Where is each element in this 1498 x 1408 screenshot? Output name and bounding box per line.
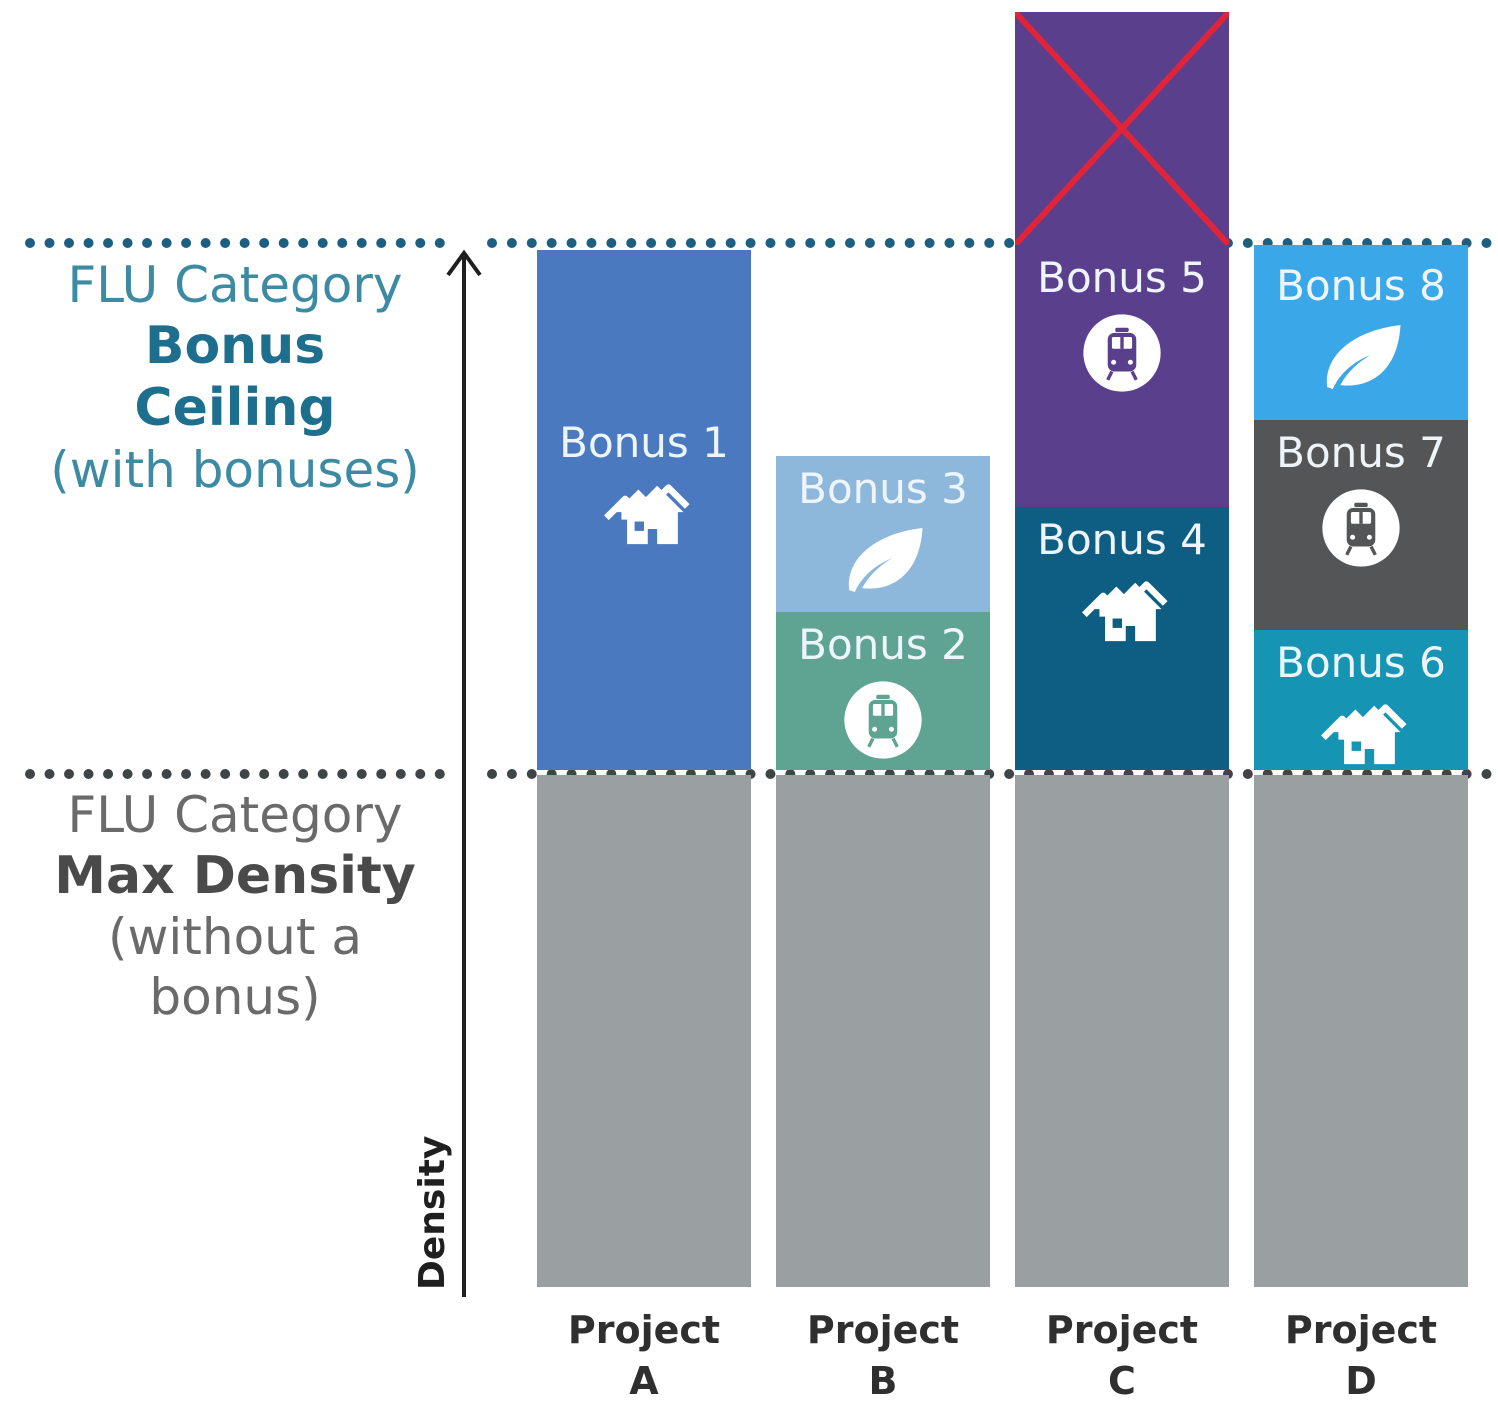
ceiling-label-line1: FLU Category (67, 256, 403, 314)
project-label-letter: C (1108, 1359, 1136, 1404)
max-density-line-left (25, 769, 445, 779)
project-label-letter: B (868, 1359, 898, 1404)
train-icon (1319, 486, 1403, 570)
bonus-label: Bonus 2 (798, 620, 968, 669)
base-density-block (1015, 775, 1229, 1287)
bonus-label: Bonus 1 (559, 418, 729, 467)
bonus-block: Bonus 6 (1254, 630, 1468, 770)
bonus-block: Bonus 7 (1254, 420, 1468, 630)
bonus-label: Bonus 3 (798, 464, 968, 513)
project-label-letter: D (1345, 1359, 1377, 1404)
bonus-block: Bonus 3 (776, 456, 990, 612)
bonus-block: Bonus 8 (1254, 245, 1468, 420)
train-icon (1080, 311, 1164, 395)
project-label-word: Project (1045, 1308, 1199, 1352)
max-density-line-right (487, 769, 1492, 779)
ceiling-line-right (487, 238, 1492, 248)
bonus-block: Bonus 4 (1015, 507, 1229, 770)
max-density-label: FLU Category Max Density (without a bonu… (20, 785, 450, 1027)
houses-icon (1314, 696, 1408, 772)
density-axis-arrow (446, 249, 482, 1297)
bonus-label: Bonus 7 (1276, 428, 1446, 477)
project-label-word: Project (806, 1308, 960, 1352)
leaf-icon (836, 522, 930, 598)
base-density-block (776, 775, 990, 1287)
houses-icon (1075, 573, 1169, 649)
base-density-block (1254, 775, 1468, 1287)
max-label-line2: Max Density (54, 846, 416, 906)
ceiling-label-line3: (with bonuses) (50, 440, 420, 499)
max-label-line3: (without a bonus) (107, 908, 362, 1027)
leaf-icon (1314, 319, 1408, 395)
bonus-block: Bonus 5 (1015, 245, 1229, 507)
ceiling-label-line2: Bonus Ceiling (134, 316, 336, 439)
bonus-block: Bonus 1 (537, 250, 751, 770)
base-density-block (537, 775, 751, 1287)
bonus-label: Bonus 8 (1276, 261, 1446, 310)
exceeding-bonus-block (1015, 12, 1229, 245)
bonus-label: Bonus 6 (1276, 638, 1446, 687)
houses-icon (597, 476, 691, 552)
bonus-ceiling-label: FLU Category Bonus Ceiling (with bonuses… (40, 255, 430, 500)
train-icon (841, 678, 925, 762)
cross-out-icon (1015, 12, 1229, 245)
bonus-block: Bonus 2 (776, 612, 990, 770)
density-axis-title: Density (412, 1135, 453, 1290)
project-label-letter: A (629, 1359, 659, 1404)
bonus-label: Bonus 5 (1037, 253, 1207, 302)
project-label-word: Project (1284, 1308, 1438, 1352)
project-label-word: Project (567, 1308, 721, 1352)
ceiling-line-left (25, 238, 445, 248)
max-label-line1: FLU Category (67, 786, 403, 844)
bonus-label: Bonus 4 (1037, 515, 1207, 564)
